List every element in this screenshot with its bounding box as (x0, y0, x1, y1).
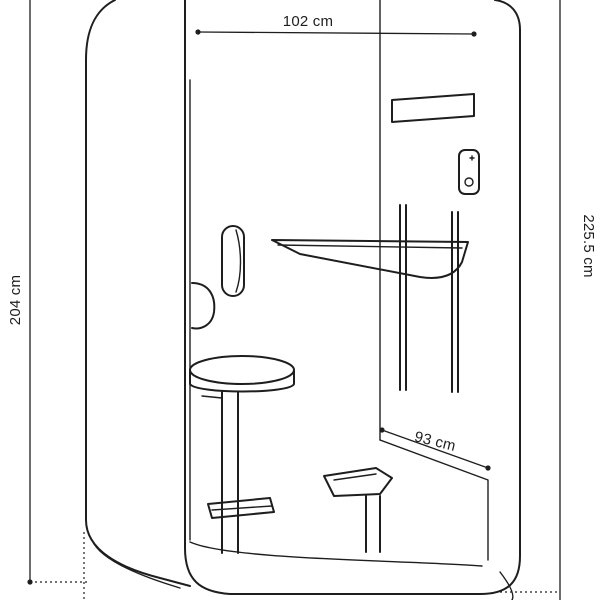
stool (189, 355, 295, 554)
height-dimension (27, 0, 90, 600)
depth-dimension (379, 427, 491, 471)
foot-rest (323, 467, 393, 553)
control-knob (464, 177, 474, 187)
depth-label: 93 cm (413, 428, 458, 455)
wall-lamp (221, 225, 245, 297)
width-dimension (195, 29, 477, 37)
width-label: 102 cm (283, 13, 333, 30)
total-height-label: 225.5 cm (580, 214, 597, 277)
wall-rails (399, 204, 459, 393)
booth-shell (85, 0, 521, 600)
back-pad (191, 282, 216, 330)
light-panel (391, 93, 475, 123)
interior-panel (391, 93, 480, 195)
height-label: 204 cm (7, 275, 24, 325)
control-panel (458, 149, 480, 195)
total-height-dimension (500, 0, 561, 600)
desk (271, 239, 469, 279)
